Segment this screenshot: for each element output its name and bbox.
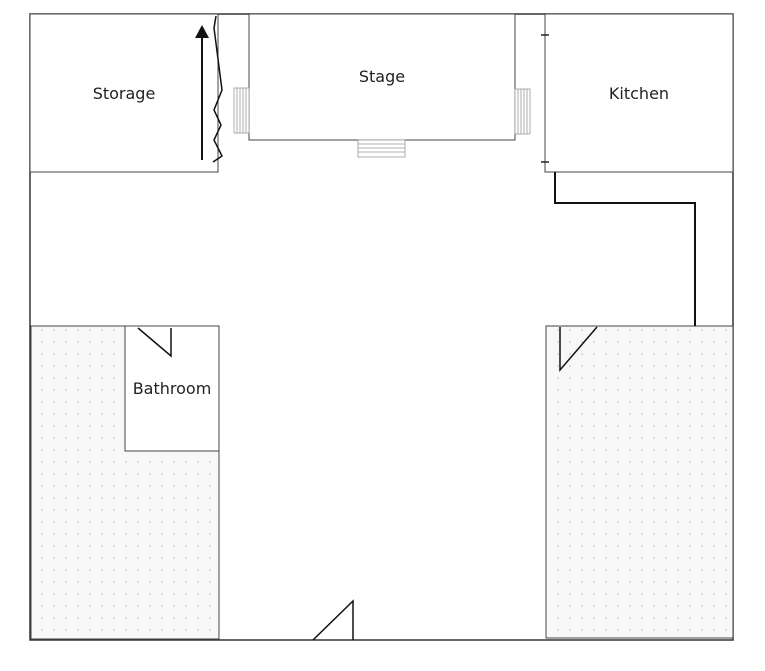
stage-stairs-left — [233, 87, 250, 134]
stage-stairs-front — [357, 139, 406, 158]
kitchen-label: Kitchen — [609, 84, 669, 103]
zigzag-partition — [212, 15, 223, 163]
arrow-up-icon — [195, 25, 209, 160]
right-dotted-room — [545, 325, 734, 639]
bathroom-room — [124, 325, 220, 452]
storage-label: Storage — [93, 84, 156, 103]
kitchen-room — [544, 13, 734, 173]
stage-stairs-right — [514, 88, 531, 135]
bathroom-door[interactable] — [137, 327, 172, 358]
kitchen-opening-marks — [541, 34, 549, 163]
storage-room — [29, 13, 219, 173]
right-room-door[interactable] — [559, 326, 598, 373]
bathroom-label: Bathroom — [133, 379, 212, 398]
entrance-door[interactable] — [312, 599, 354, 641]
counter-line — [554, 172, 696, 326]
stage-label: Stage — [359, 67, 405, 86]
stage — [248, 13, 516, 141]
